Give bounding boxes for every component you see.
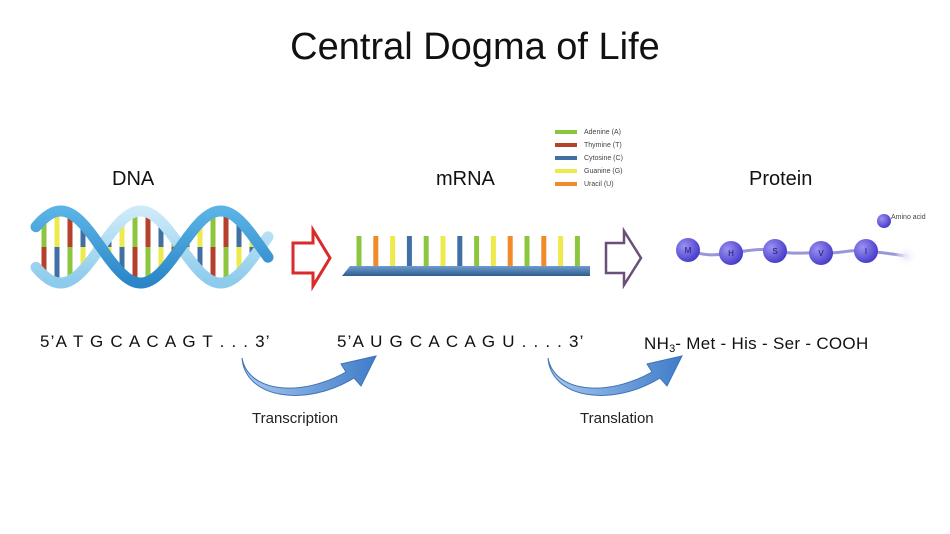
legend-swatch-thymine: [555, 143, 577, 147]
mrna-to-protein-arrow: [604, 226, 643, 290]
dna-sequence: 5’A T G C A C A G T . . . 3’: [40, 332, 271, 351]
amino-acid-bead: [719, 241, 743, 265]
mrna-base: [507, 236, 513, 268]
mrna-backbone: [342, 266, 590, 276]
mrna-base: [373, 236, 379, 268]
dna-helix-image: [30, 205, 274, 289]
amino-acid-bead: [809, 241, 833, 265]
mrna-base: [390, 236, 396, 268]
legend-text-guanine: Guanine (G): [584, 167, 623, 175]
translation-curved-arrow: [547, 355, 683, 396]
protein-seq-subscript: 3: [669, 343, 676, 355]
amino-acid-legend-label: Amino acid: [891, 214, 926, 221]
mrna-base: [558, 236, 564, 268]
mrna-base: [541, 236, 547, 268]
mrna-base: [524, 236, 530, 268]
amino-acid-letter: V: [818, 249, 824, 258]
amino-acid-bead: [763, 239, 787, 263]
amino-acid-letter: S: [772, 247, 777, 256]
amino-acid-bead: [854, 239, 878, 263]
legend-item-adenine: Adenine (A): [555, 127, 621, 137]
mrna-label: mRNA: [436, 168, 495, 190]
legend-swatch-adenine: [555, 130, 577, 134]
amino-acid-legend-icon: [877, 214, 891, 228]
mrna-base: [490, 236, 496, 268]
amino-acid-faded: [894, 244, 918, 268]
mrna-base: [440, 236, 446, 268]
dna-strand-back: [30, 205, 274, 289]
nucleotide-legend: Adenine (A) Thymine (T) Cytosine (C) Gua…: [555, 127, 685, 191]
legend-swatch-cytosine: [555, 156, 577, 160]
amino-acid-letter: M: [685, 246, 692, 255]
amino-acid-bead: [676, 238, 700, 262]
legend-swatch-guanine: [555, 169, 577, 173]
transcription-label: Transcription: [252, 410, 339, 427]
dna-label: DNA: [112, 168, 155, 190]
mrna-base: [574, 236, 580, 268]
legend-item-cytosine: Cytosine (C): [555, 153, 623, 163]
protein-sequence: NH3- Met - His - Ser - COOH: [644, 334, 869, 355]
legend-text-uracil: Uracil (U): [584, 180, 614, 188]
protein-label: Protein: [749, 168, 813, 190]
diagram-title: Central Dogma of Life: [290, 26, 660, 68]
legend-item-guanine: Guanine (G): [555, 166, 623, 176]
mrna-bases: [356, 236, 580, 268]
transcription-curved-arrow: [241, 355, 377, 396]
mrna-sequence: 5’A U G C A C A G U . . . . 3’: [337, 332, 585, 351]
amino-acid-letter: I: [865, 247, 867, 256]
protein-seq-prefix: NH: [644, 334, 670, 353]
dna-strand-front: [30, 205, 274, 289]
mrna-base: [474, 236, 480, 268]
legend-text-cytosine: Cytosine (C): [584, 154, 623, 162]
dna-to-mrna-arrow: [291, 224, 332, 292]
legend-item-uracil: Uracil (U): [555, 179, 614, 189]
mrna-base: [406, 236, 412, 268]
mrna-base: [457, 236, 463, 268]
mrna-base: [423, 236, 429, 268]
translation-label: Translation: [580, 410, 654, 427]
mrna-base: [356, 236, 362, 268]
legend-text-adenine: Adenine (A): [584, 128, 621, 136]
legend-text-thymine: Thymine (T): [584, 141, 622, 149]
mrna-strand-image: [342, 236, 590, 276]
amino-acid-letter: H: [728, 249, 734, 258]
protein-seq-rest: - Met - His - Ser - COOH: [675, 334, 869, 353]
legend-item-thymine: Thymine (T): [555, 140, 622, 150]
legend-swatch-uracil: [555, 182, 577, 186]
